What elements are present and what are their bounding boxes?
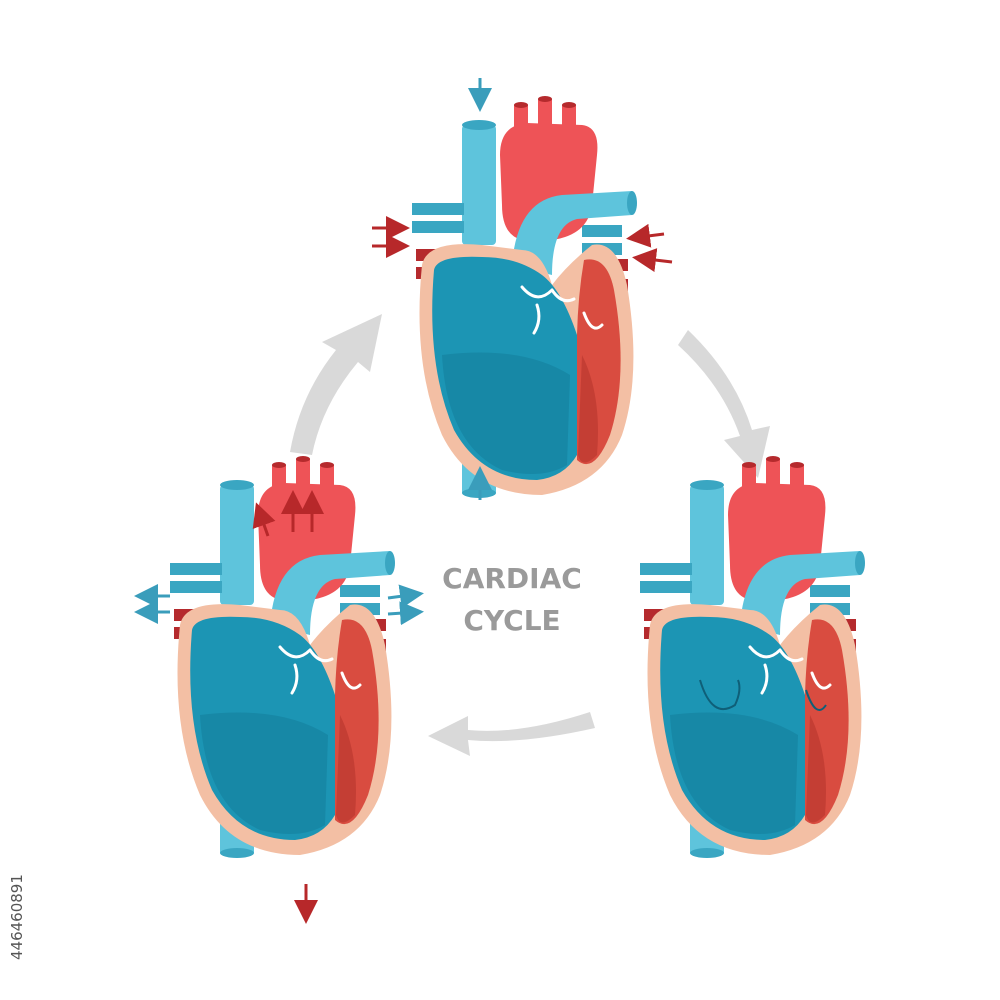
title-line-1: CARDIAC [442,562,582,595]
cycle-arrow-left-to-top [290,314,382,455]
stock-id-text: 446460891 [8,874,26,960]
heart-top-flow-arrows [372,78,673,500]
cycle-arrow-top-to-right [678,330,770,478]
stock-id-watermark: 446460891 [8,760,34,960]
heart-left [168,454,397,860]
heart-right [638,454,867,860]
heart-top [410,94,639,500]
heart-right-valve-lines [699,679,827,711]
cycle-arrows [290,314,770,756]
cycle-arrow-right-to-left [428,712,595,756]
title-line-2: CYCLE [463,604,560,637]
heart-left-flow-arrows [134,490,424,924]
